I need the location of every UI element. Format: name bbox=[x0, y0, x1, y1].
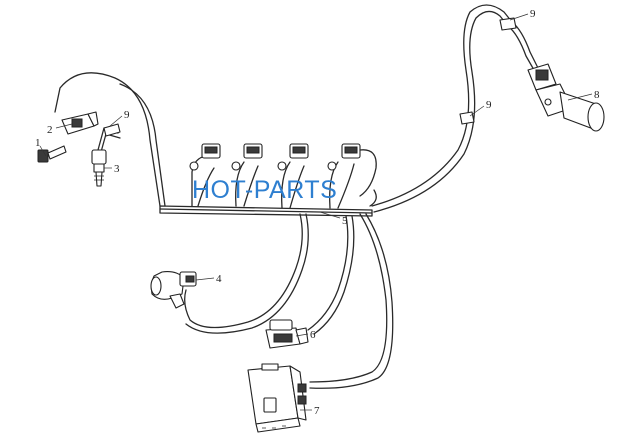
callout-8: 8 bbox=[594, 89, 600, 101]
sensor-part-2 bbox=[61, 111, 99, 135]
clip-parts-9 bbox=[103, 17, 517, 137]
callout-9-top: 9 bbox=[530, 8, 536, 20]
leader-lines bbox=[39, 13, 593, 411]
callout-9-middle: 9 bbox=[486, 99, 492, 111]
crank-sensor-branch bbox=[371, 4, 539, 213]
callout-labels: 1 2 3 4 5 6 7 8 9 9 9 bbox=[35, 8, 600, 417]
callout-9-left: 9 bbox=[124, 109, 130, 121]
lower-branches bbox=[184, 189, 394, 389]
callout-5: 5 bbox=[342, 215, 348, 227]
callout-4: 4 bbox=[216, 273, 222, 285]
crank-sensor-part-8 bbox=[527, 63, 605, 132]
callout-6: 6 bbox=[310, 329, 316, 341]
connector-part-6 bbox=[265, 319, 309, 349]
ecu-part-7 bbox=[247, 363, 307, 433]
callout-1: 1 bbox=[35, 137, 41, 149]
callout-3: 3 bbox=[114, 163, 120, 175]
sensor-part-4 bbox=[150, 271, 197, 309]
bolt-part-1 bbox=[37, 145, 67, 163]
callout-2: 2 bbox=[47, 124, 53, 136]
callout-7: 7 bbox=[314, 405, 320, 417]
sensor-part-3 bbox=[91, 149, 107, 187]
watermark: HOT-PARTS bbox=[192, 176, 338, 204]
injector-connectors bbox=[189, 143, 377, 209]
